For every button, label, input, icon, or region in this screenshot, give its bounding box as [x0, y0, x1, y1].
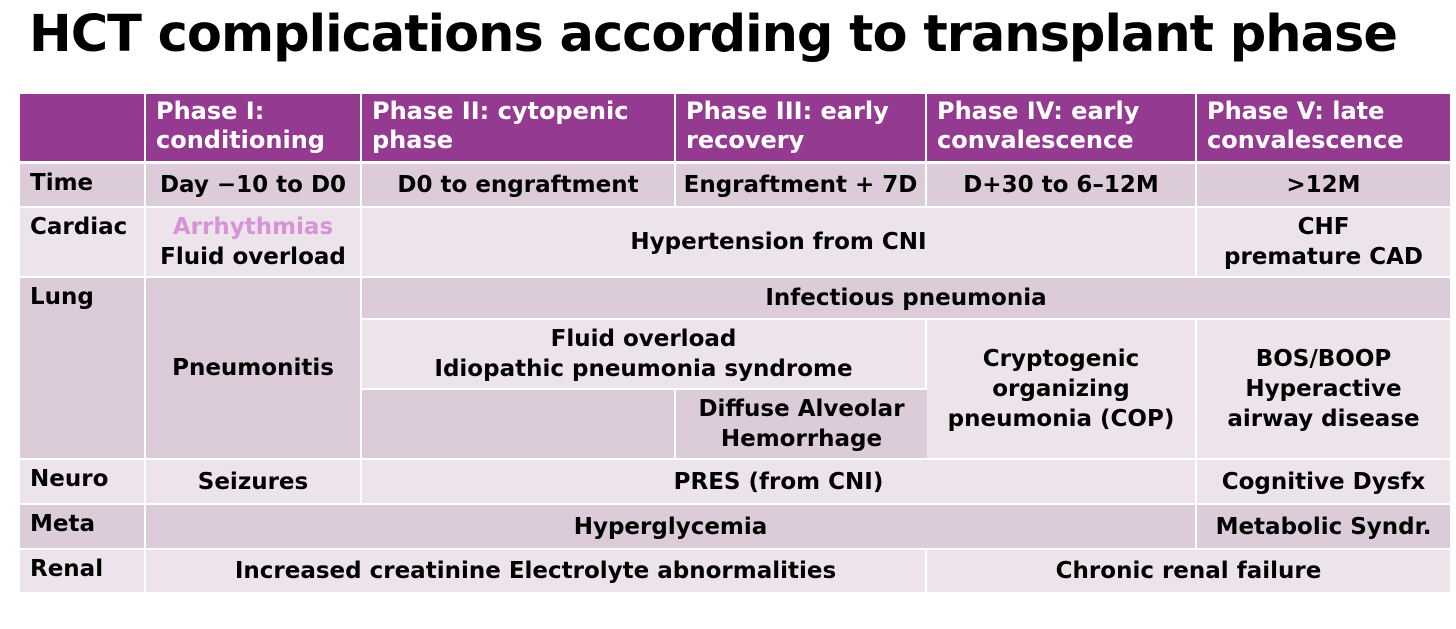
lung-fluid-overload: Fluid overload [550, 326, 737, 352]
lung-row-2: Fluid overload Idiopathic pneumonia synd… [20, 320, 1450, 460]
lung-bos-line-3: airway disease [1227, 406, 1420, 432]
header-row: Phase I: conditioning Phase II: cytopeni… [20, 94, 1450, 164]
cardiac-phase-5-line-2: premature CAD [1224, 244, 1423, 270]
complications-table: Phase I: conditioning Phase II: cytopeni… [20, 94, 1450, 592]
lung-row-3: Diffuse Alveolar Hemorrhage [20, 390, 1450, 460]
time-phase-2: D0 to engraftment [362, 164, 676, 208]
header-phase-2-line-1: Phase II: cytopenic [372, 97, 629, 125]
header-phase-1: Phase I: conditioning [146, 94, 362, 164]
lung-cop-line-2: organizing [992, 376, 1130, 402]
lung-bos-line-2: Hyperactive [1245, 376, 1402, 402]
renal-row: Renal Increased creatinine Electrolyte a… [20, 550, 1450, 592]
cardiac-phase-5-line-1: CHF [1297, 214, 1350, 240]
header-phase-4-line-1: Phase IV: early [937, 97, 1140, 125]
header-phase-3: Phase III: early recovery [676, 94, 927, 164]
time-phase-5: >12M [1197, 164, 1450, 208]
time-row-label: Time [20, 164, 146, 208]
lung-bos: BOS/BOOP Hyperactive airway disease [1197, 320, 1450, 460]
cardiac-row: Cardiac Arrhythmias Fluid overload Hyper… [20, 208, 1450, 278]
renal-creatinine: Increased creatinine Electrolyte abnorma… [146, 550, 927, 592]
lung-row-label: Lung [20, 278, 146, 460]
meta-row: Meta Hyperglycemia Metabolic Syndr. [20, 505, 1450, 550]
lung-infectious-pneumonia: Infectious pneumonia [362, 278, 1450, 320]
header-phase-2-line-2: phase [372, 126, 454, 154]
header-phase-2: Phase II: cytopenic phase [362, 94, 676, 164]
lung-idiopathic-pneumonia: Idiopathic pneumonia syndrome [434, 356, 853, 382]
header-phase-3-line-2: recovery [686, 126, 805, 154]
neuro-row-label: Neuro [20, 460, 146, 505]
meta-row-label: Meta [20, 505, 146, 550]
lung-cop-line-3: pneumonia (COP) [947, 406, 1175, 432]
header-phase-5-line-2: convalescence [1207, 126, 1404, 154]
cardiac-fluid-overload: Fluid overload [160, 244, 346, 270]
lung-pneumonitis: Pneumonitis [146, 278, 362, 460]
lung-cop: Cryptogenic organizing pneumonia (COP) [927, 320, 1197, 460]
cardiac-row-label: Cardiac [20, 208, 146, 278]
header-phase-5: Phase V: late convalescence [1197, 94, 1450, 164]
time-phase-4: D+30 to 6–12M [927, 164, 1197, 208]
page-title: HCT complications according to transplan… [29, 5, 1398, 64]
lung-cop-line-1: Cryptogenic [982, 346, 1140, 372]
meta-metabolic-syndrome: Metabolic Syndr. [1197, 505, 1450, 550]
cardiac-phase-5: CHF premature CAD [1197, 208, 1450, 278]
renal-row-label: Renal [20, 550, 146, 592]
neuro-seizures: Seizures [146, 460, 362, 505]
time-phase-3: Engraftment + 7D [676, 164, 927, 208]
cardiac-phase-2-4: Hypertension from CNI [362, 208, 1197, 278]
cardiac-phase-1: Arrhythmias Fluid overload [146, 208, 362, 278]
header-corner [20, 94, 146, 164]
neuro-row: Neuro Seizures PRES (from CNI) Cognitive… [20, 460, 1450, 505]
renal-chronic-failure: Chronic renal failure [927, 550, 1450, 592]
lung-dah-line-2: Hemorrhage [720, 426, 883, 452]
cardiac-arrhythmias: Arrhythmias [172, 214, 334, 240]
header-phase-4: Phase IV: early convalescence [927, 94, 1197, 164]
header-phase-5-line-1: Phase V: late [1207, 97, 1385, 125]
header-phase-4-line-2: convalescence [937, 126, 1134, 154]
lung-phase-2-3: Fluid overload Idiopathic pneumonia synd… [362, 320, 927, 390]
lung-dah: Diffuse Alveolar Hemorrhage [676, 390, 927, 460]
header-phase-1-line-1: Phase I: [156, 97, 265, 125]
neuro-pres: PRES (from CNI) [362, 460, 1197, 505]
neuro-cognitive: Cognitive Dysfx [1197, 460, 1450, 505]
lung-bos-line-1: BOS/BOOP [1255, 346, 1392, 372]
time-phase-1: Day −10 to D0 [146, 164, 362, 208]
lung-row-1: Lung Pneumonitis Infectious pneumonia [20, 278, 1450, 460]
lung-dah-line-1: Diffuse Alveolar [698, 396, 905, 422]
meta-hyperglycemia: Hyperglycemia [146, 505, 1197, 550]
header-phase-3-line-1: Phase III: early [686, 97, 889, 125]
time-row: Time Day −10 to D0 D0 to engraftment Eng… [20, 164, 1450, 208]
lung-phase-2-empty [362, 390, 676, 460]
header-phase-1-line-2: conditioning [156, 126, 325, 154]
